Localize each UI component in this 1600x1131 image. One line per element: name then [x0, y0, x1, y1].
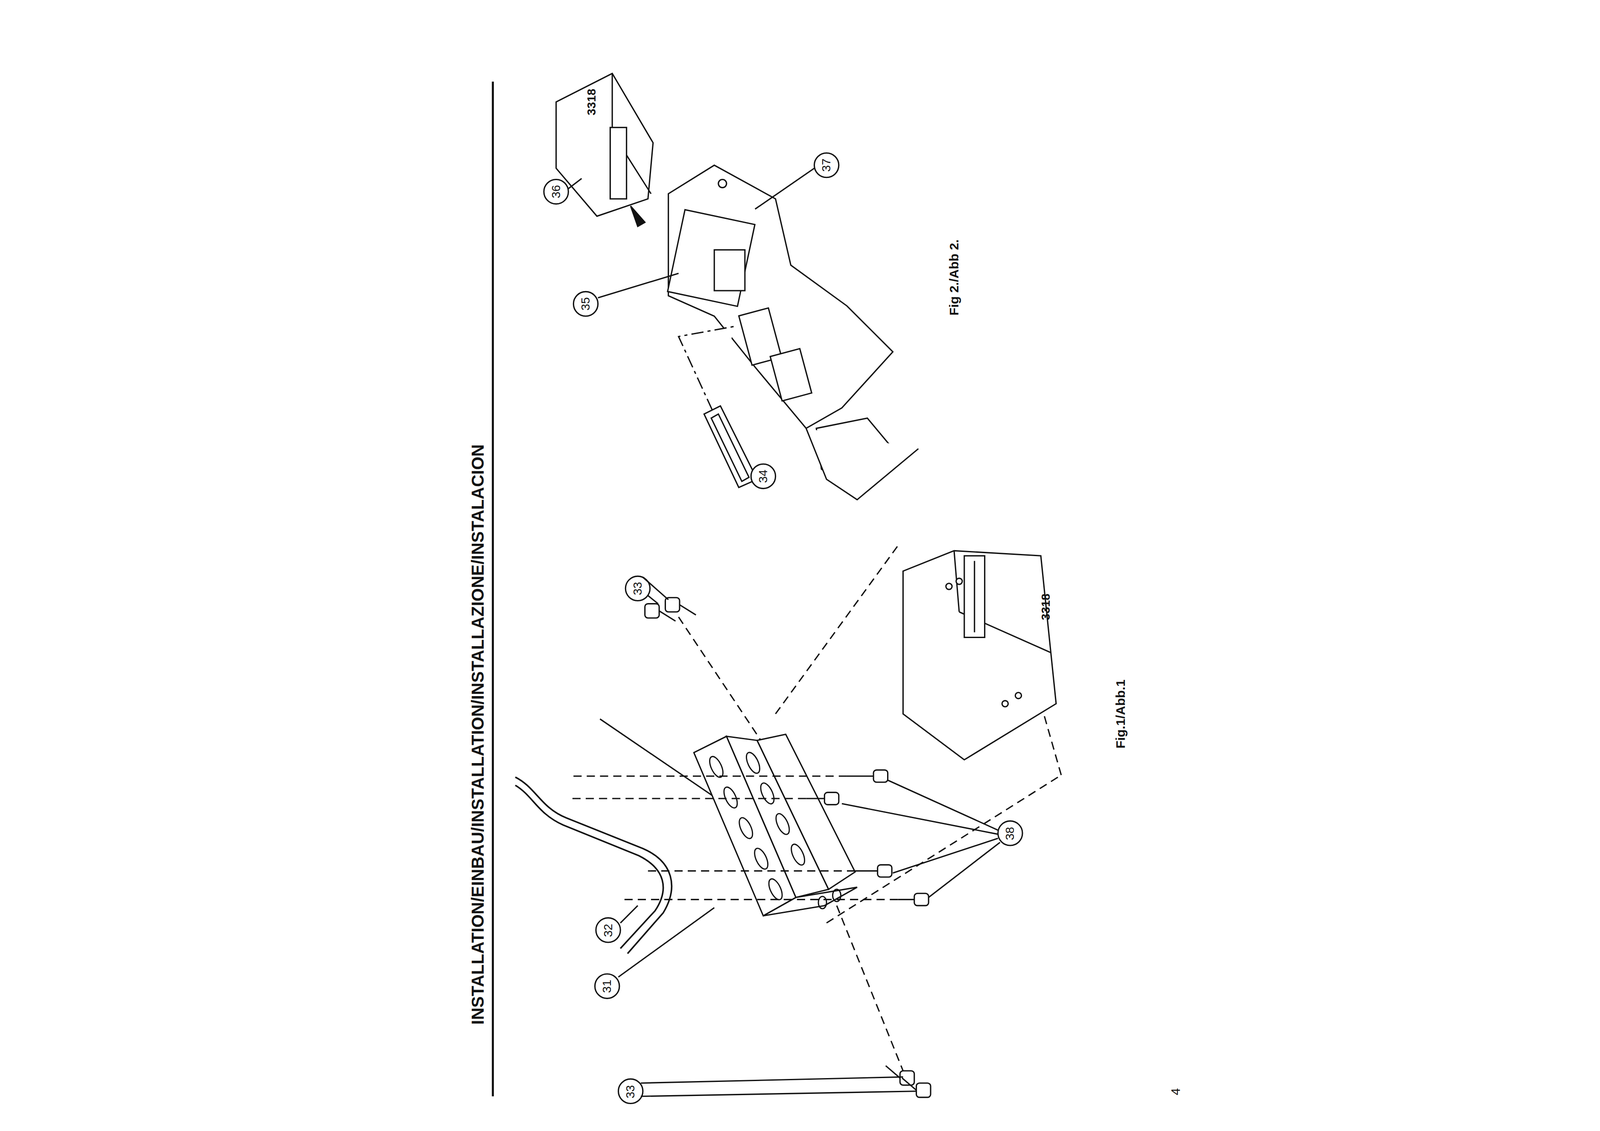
dashed-guides — [571, 545, 1062, 1072]
callout-circles — [543, 152, 1023, 1104]
screws — [645, 597, 931, 1098]
callout-number: 34 — [757, 470, 770, 484]
callout-number: 33 — [624, 1085, 637, 1099]
mounting-bracket — [693, 734, 857, 916]
radio-unit — [556, 73, 654, 227]
figure-caption: Fig.1/Abb.1 — [1114, 679, 1128, 749]
model-number: 3318 — [1039, 593, 1052, 621]
callout-number: 37 — [820, 158, 833, 173]
callout-number: 31 — [601, 980, 614, 994]
center-console — [667, 165, 919, 500]
page-number: 4 — [1169, 1088, 1183, 1096]
page-title: INSTALLATION/EINBAU/INSTALLATION/INSTALL… — [469, 444, 487, 1025]
trim-frame — [678, 326, 758, 488]
figure-caption: Fig 2./Abb 2. — [947, 239, 961, 316]
radio-unit — [902, 550, 1057, 760]
callout-number: 38 — [1004, 826, 1017, 841]
callout-number: 35 — [579, 297, 592, 311]
callout-number: 36 — [550, 185, 563, 199]
callout-number: 32 — [602, 923, 615, 938]
callout-number: 33 — [631, 582, 644, 596]
title-rule — [492, 81, 494, 1097]
model-number: 3318 — [585, 88, 598, 116]
